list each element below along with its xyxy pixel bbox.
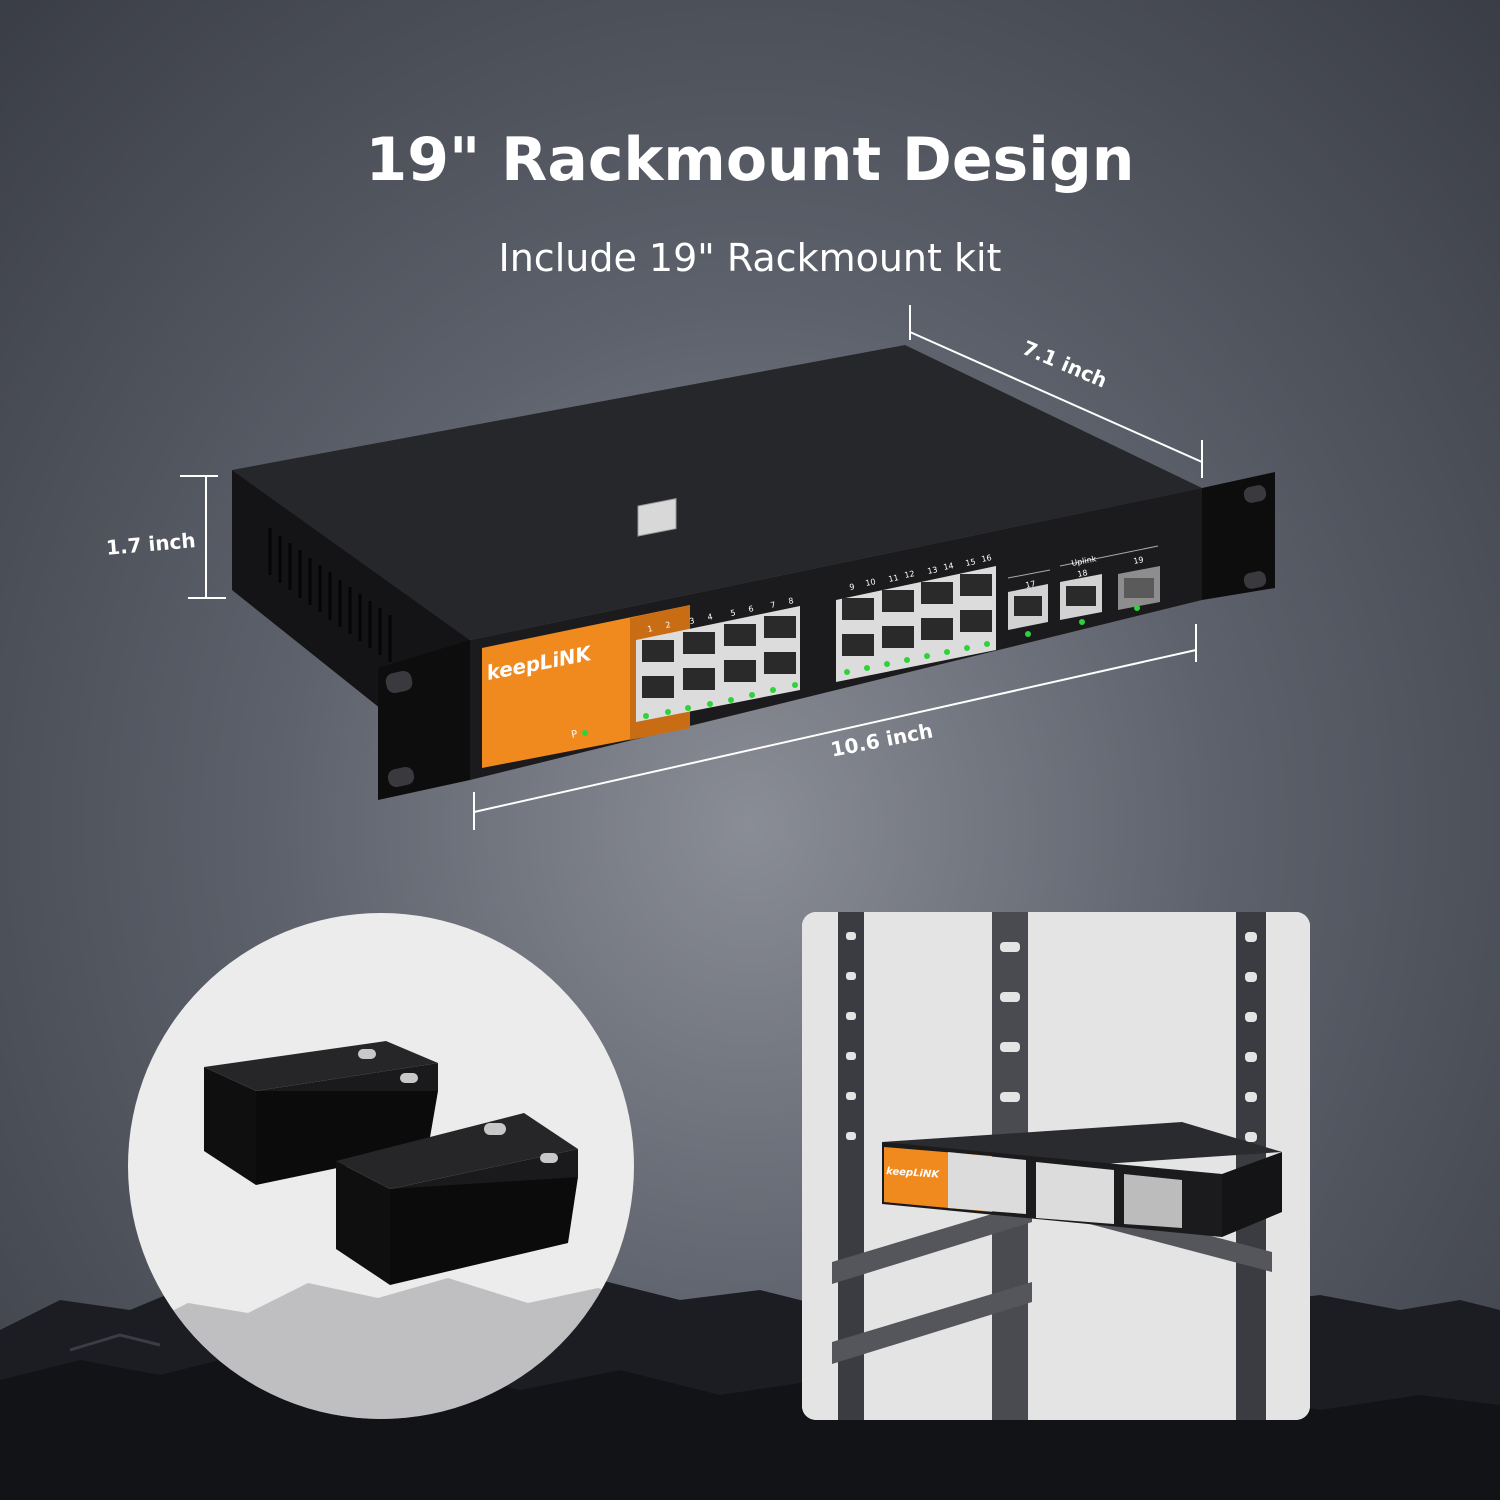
port-12-label: 12 [904,569,916,580]
page-subtitle: Include 19" Rackmount kit [498,236,1002,280]
port-13-label: 13 [927,565,939,576]
uplink-ports [1007,545,1160,630]
dimension-lines [180,305,1203,830]
port-11-label: 11 [888,573,900,584]
port-numbers-left: 1 2 3 4 5 6 7 8 [647,596,795,634]
port-1-label: 1 [647,624,654,634]
port-15-label: 15 [965,557,977,568]
port-2-label: 2 [665,620,672,630]
power-label: P [570,729,578,741]
side-vents [268,528,392,662]
port-17-label: 17 [1025,579,1037,590]
server-rack-panel: keepLiNK [802,912,1310,1420]
port-7-label: 7 [770,600,777,610]
status-leds [582,605,1140,736]
ports-1-8 [637,498,677,537]
bracket-kit-circle [128,913,634,1419]
ports-block-right [836,566,996,682]
port-6-label: 6 [748,604,755,614]
port-19-label: 19 [1133,555,1145,566]
port-4-label: 4 [707,612,714,622]
rack-brand-logo: keepLiNK [886,1166,941,1181]
port-16-label: 16 [981,553,993,564]
port-9-label: 9 [849,582,856,592]
ports-block-left [636,606,800,722]
port-8-label: 8 [788,596,795,606]
page-title: 19" Rackmount Design [365,125,1135,195]
port-10-label: 10 [865,577,877,588]
rackmount-bracket-icon [128,1041,634,1419]
port-numbers-right: 9 10 11 12 13 14 15 16 [849,553,993,592]
port-5-label: 5 [730,608,737,618]
server-rack-icon: keepLiNK [802,912,1310,1420]
port-14-label: 14 [943,561,955,572]
port-3-label: 3 [689,616,696,626]
port-18-label: 18 [1077,568,1089,579]
